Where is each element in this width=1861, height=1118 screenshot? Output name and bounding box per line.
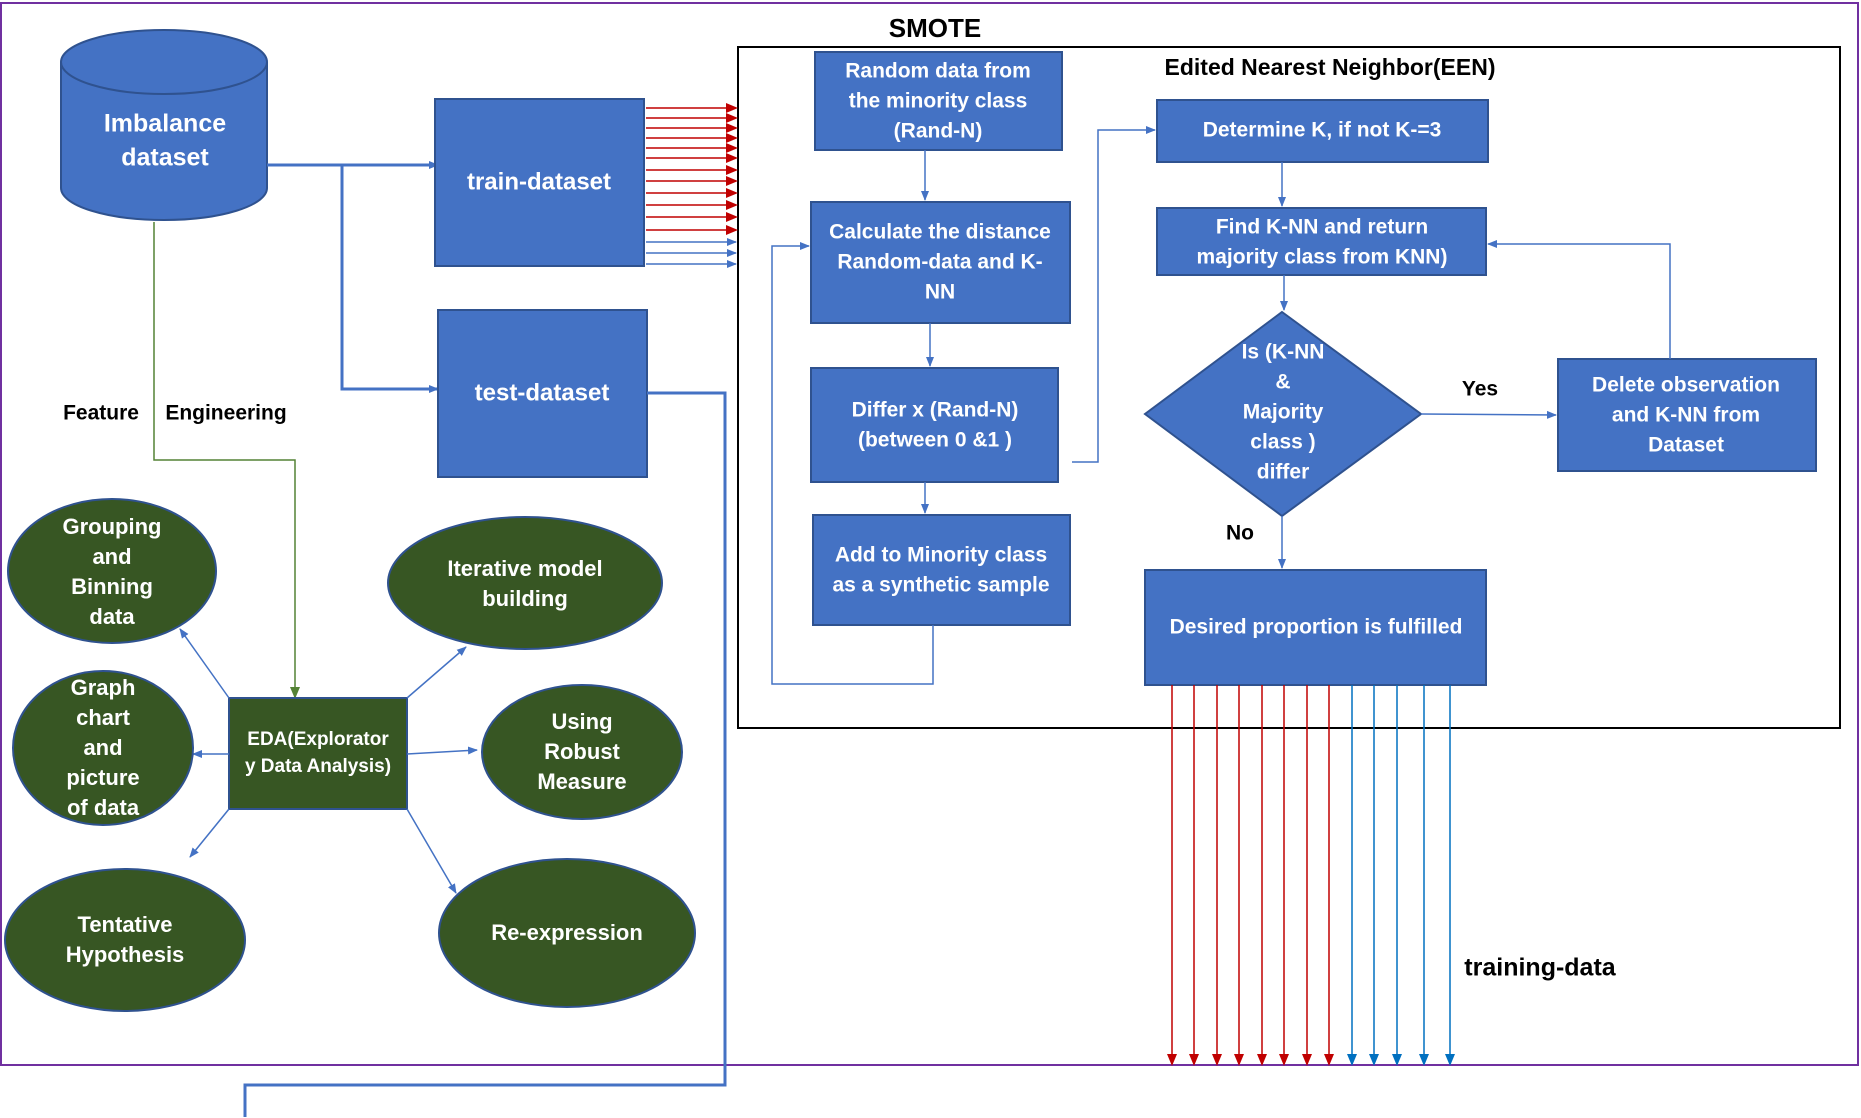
grouping-line1: Grouping xyxy=(63,514,162,539)
decision-line1: Is (K-NN xyxy=(1242,341,1325,364)
training-data-label: training-data xyxy=(1464,954,1616,982)
reexpression-line1: Re-expression xyxy=(491,920,643,945)
graph-line5: of data xyxy=(67,795,140,820)
differ-box xyxy=(810,367,1059,483)
feature-label: Feature xyxy=(63,402,139,425)
train-dataset-label: train-dataset xyxy=(467,168,611,195)
iterative-model-ellipse: Iterative model building xyxy=(387,516,663,650)
graph-line1: Graph xyxy=(71,675,136,700)
imbalance-dataset-label-line2: dataset xyxy=(121,144,209,172)
grouping-binning-ellipse: Grouping and Binning data xyxy=(7,498,217,644)
graph-line4: picture xyxy=(66,765,139,790)
eda-box xyxy=(228,697,408,810)
tentative-line1: Tentative xyxy=(78,912,173,937)
iterative-line1: Iterative model xyxy=(447,556,602,581)
calculate-distance-box xyxy=(810,201,1071,324)
determine-line1: Determine K, if not K-=3 xyxy=(1203,119,1442,142)
grouping-line2: and xyxy=(92,544,131,569)
graph-chart-ellipse: Graph chart and picture of data xyxy=(12,670,194,826)
delete-line3: Dataset xyxy=(1648,434,1724,457)
een-title: Edited Nearest Neighbor(EEN) xyxy=(1165,54,1496,80)
find-line2: majority class from KNN) xyxy=(1197,246,1448,269)
cylinder-to-test-arrow xyxy=(340,165,439,393)
imbalance-dataset-cylinder: Imbalance dataset xyxy=(60,29,268,221)
delete-line1: Delete observation xyxy=(1592,374,1780,397)
yes-label: Yes xyxy=(1462,378,1498,401)
test-dataset-label: test-dataset xyxy=(475,379,610,406)
graph-line2: chart xyxy=(76,705,130,730)
decision-line5: differ xyxy=(1257,461,1310,484)
desired-proportion-box xyxy=(1144,569,1487,686)
delete-line2: and K-NN from xyxy=(1612,404,1760,427)
robust-line2: Robust xyxy=(544,739,620,764)
random-line3: (Rand-N) xyxy=(894,120,983,143)
iterative-line2: building xyxy=(482,586,568,611)
distance-line1: Calculate the distance xyxy=(829,221,1051,244)
decision-yes-arrow xyxy=(1420,410,1557,419)
differ-line1: Differ x (Rand-N) xyxy=(852,399,1019,422)
test-dataset-box xyxy=(437,309,648,478)
find-knn-box xyxy=(1156,207,1487,276)
decision-line3: Majority xyxy=(1243,401,1324,424)
outer-frame xyxy=(0,2,1859,1066)
robust-line1: Using xyxy=(551,709,612,734)
decision-line2: & xyxy=(1275,371,1290,394)
add-line2: as a synthetic sample xyxy=(832,574,1049,597)
tentative-line2: Hypothesis xyxy=(66,942,185,967)
delete-loop-arrow xyxy=(1487,240,1671,359)
reexpression-ellipse: Re-expression xyxy=(438,858,696,1008)
robust-measure-ellipse: Using Robust Measure xyxy=(481,684,683,820)
tentative-hypothesis-ellipse: Tentative Hypothesis xyxy=(4,868,246,1012)
training-data-output-arrows xyxy=(1167,685,1455,1066)
smote-to-een-arrow xyxy=(1072,126,1156,463)
eda-label-line2: y Data Analysis) xyxy=(245,756,391,777)
eda-label-line1: EDA(Explorator xyxy=(247,729,389,750)
robust-line3: Measure xyxy=(537,769,626,794)
smote-title: SMOTE xyxy=(889,13,981,43)
add-line1: Add to Minority class xyxy=(835,544,1047,567)
decision-line4: class ) xyxy=(1250,431,1315,454)
distance-line2: Random-data and K- xyxy=(837,251,1042,274)
differ-line2: (between 0 &1 ) xyxy=(858,429,1012,452)
desired-line1: Desired proportion is fulfilled xyxy=(1170,616,1463,639)
determine-k-box xyxy=(1156,99,1489,163)
smote-loop-arrow xyxy=(771,242,934,685)
no-label: No xyxy=(1226,522,1254,545)
feature-engineering-arrow xyxy=(153,222,300,699)
random-data-box xyxy=(814,51,1063,151)
train-dataset-box xyxy=(434,98,645,267)
imbalance-dataset-label-line1: Imbalance xyxy=(104,110,226,138)
test-dataset-output-line xyxy=(243,391,727,1117)
grouping-line3: Binning xyxy=(71,574,153,599)
find-line1: Find K-NN and return xyxy=(1216,216,1428,239)
random-line2: the minority class xyxy=(849,90,1028,113)
distance-line3: NN xyxy=(925,281,955,304)
eda-spoke-arrows xyxy=(179,628,478,894)
smote-een-container xyxy=(737,46,1841,729)
add-minority-box xyxy=(812,514,1071,626)
grouping-line4: data xyxy=(89,604,135,629)
random-line1: Random data from xyxy=(845,60,1031,83)
graph-line3: and xyxy=(83,735,122,760)
train-to-smote-arrows xyxy=(646,103,738,268)
engineering-label: Engineering xyxy=(165,402,286,425)
delete-observation-box xyxy=(1557,358,1817,472)
